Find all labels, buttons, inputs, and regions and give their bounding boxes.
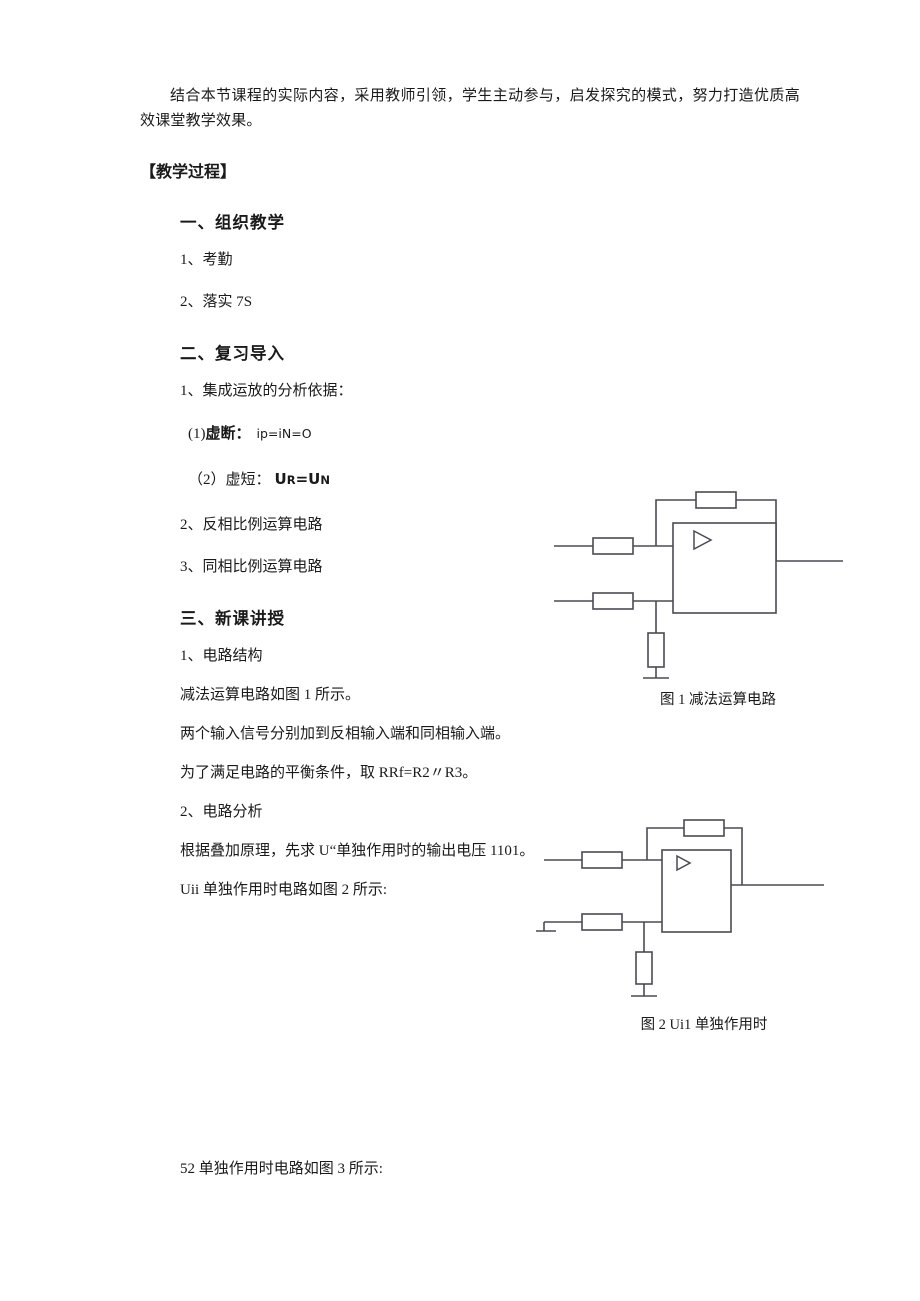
section1-item-attendance: 1、考勤 xyxy=(180,252,233,268)
formula-2-expression: UR=UN xyxy=(275,470,330,488)
section2-item-inverting: 2、反相比例运算电路 xyxy=(180,517,323,533)
section3-line-balance-condition: 为了满足电路的平衡条件，取 RRf=R2〃R3。 xyxy=(180,765,478,781)
formula-2-sub2: N xyxy=(320,473,330,487)
formula-1-index: (1) xyxy=(188,426,206,442)
formula-1-expression: ip=iN=O xyxy=(256,426,312,441)
resistor-r1 xyxy=(592,537,634,555)
text-column: 结合本节课程的实际内容，采用教师引领，学生主动参与，启发探究的模式，努力打造优质… xyxy=(140,84,800,1196)
resistor-r1 xyxy=(581,851,623,869)
resistor-rf xyxy=(683,819,725,837)
formula-2-label: 虚短： xyxy=(225,472,271,488)
opamp-body xyxy=(661,849,732,933)
section-heading-review: 二、复习导入 xyxy=(180,344,285,363)
opamp-body xyxy=(672,522,777,614)
opamp-triangle-icon xyxy=(693,529,713,551)
resistor-r2 xyxy=(592,592,634,610)
formula-virtual-short: （2）虚短：UR=UN xyxy=(140,467,800,493)
figure-2-schematic xyxy=(536,819,824,997)
feedback-wire-left xyxy=(655,499,696,546)
feedback-wire-left xyxy=(646,827,684,860)
section3-line-two-inputs: 两个输入信号分别加到反相输入端和同相输入端。 xyxy=(180,726,511,742)
formula-2-sub1: R xyxy=(286,473,296,487)
section3-line-figure1-ref: 减法运算电路如图 1 所示。 xyxy=(180,687,361,703)
section2-item-analysis-basis: 1、集成运放的分析依据： xyxy=(180,383,353,399)
feedback-wire-right xyxy=(724,827,743,885)
section1-item-7s: 2、落实 7S xyxy=(180,294,253,310)
section3-item-circuit-structure: 1、电路结构 xyxy=(180,648,263,664)
section3-line-superposition: 根据叠加原理，先求 U“单独作用时的输出电压 1101。 xyxy=(180,843,535,859)
intro-paragraph: 结合本节课程的实际内容，采用教师引领，学生主动参与，启发探究的模式，努力打造优质… xyxy=(140,88,800,129)
section3-line-figure2-ref: Uii 单独作用时电路如图 2 所示: xyxy=(180,882,388,898)
resistor-rf xyxy=(695,491,737,509)
section3-item-circuit-analysis: 2、电路分析 xyxy=(180,804,263,820)
resistor-r3 xyxy=(635,951,653,985)
section3-line-figure3-ref: 52 单独作用时电路如图 3 所示: xyxy=(180,1161,383,1177)
section-heading-organize: 一、组织教学 xyxy=(180,213,285,232)
formula-2-eq: =U xyxy=(295,470,321,488)
resistor-r2 xyxy=(581,913,623,931)
figure-1-subtractor: 图 1 减法运算电路 xyxy=(548,478,848,711)
teaching-process-heading: 【教学过程】 xyxy=(140,162,237,181)
figure-1-schematic xyxy=(554,491,843,679)
resistor-r3 xyxy=(647,632,665,668)
formula-1-label: 虚断： xyxy=(205,424,251,442)
formula-2-u1: U xyxy=(274,470,287,488)
figure-2-caption: 图 2 Ui1 单独作用时 xyxy=(640,1017,768,1033)
opamp-triangle-icon xyxy=(676,854,692,872)
formula-virtual-break: (1)虚断： ip=iN=O xyxy=(140,421,800,447)
figure-1-caption: 图 1 减法运算电路 xyxy=(660,692,776,708)
section-heading-new-lesson: 三、新课讲授 xyxy=(180,609,285,628)
figure-2-ui1-alone: 图 2 Ui1 单独作用时 xyxy=(534,818,834,1036)
section2-item-noninverting: 3、同相比例运算电路 xyxy=(180,559,323,575)
formula-2-index: （2） xyxy=(188,472,226,488)
